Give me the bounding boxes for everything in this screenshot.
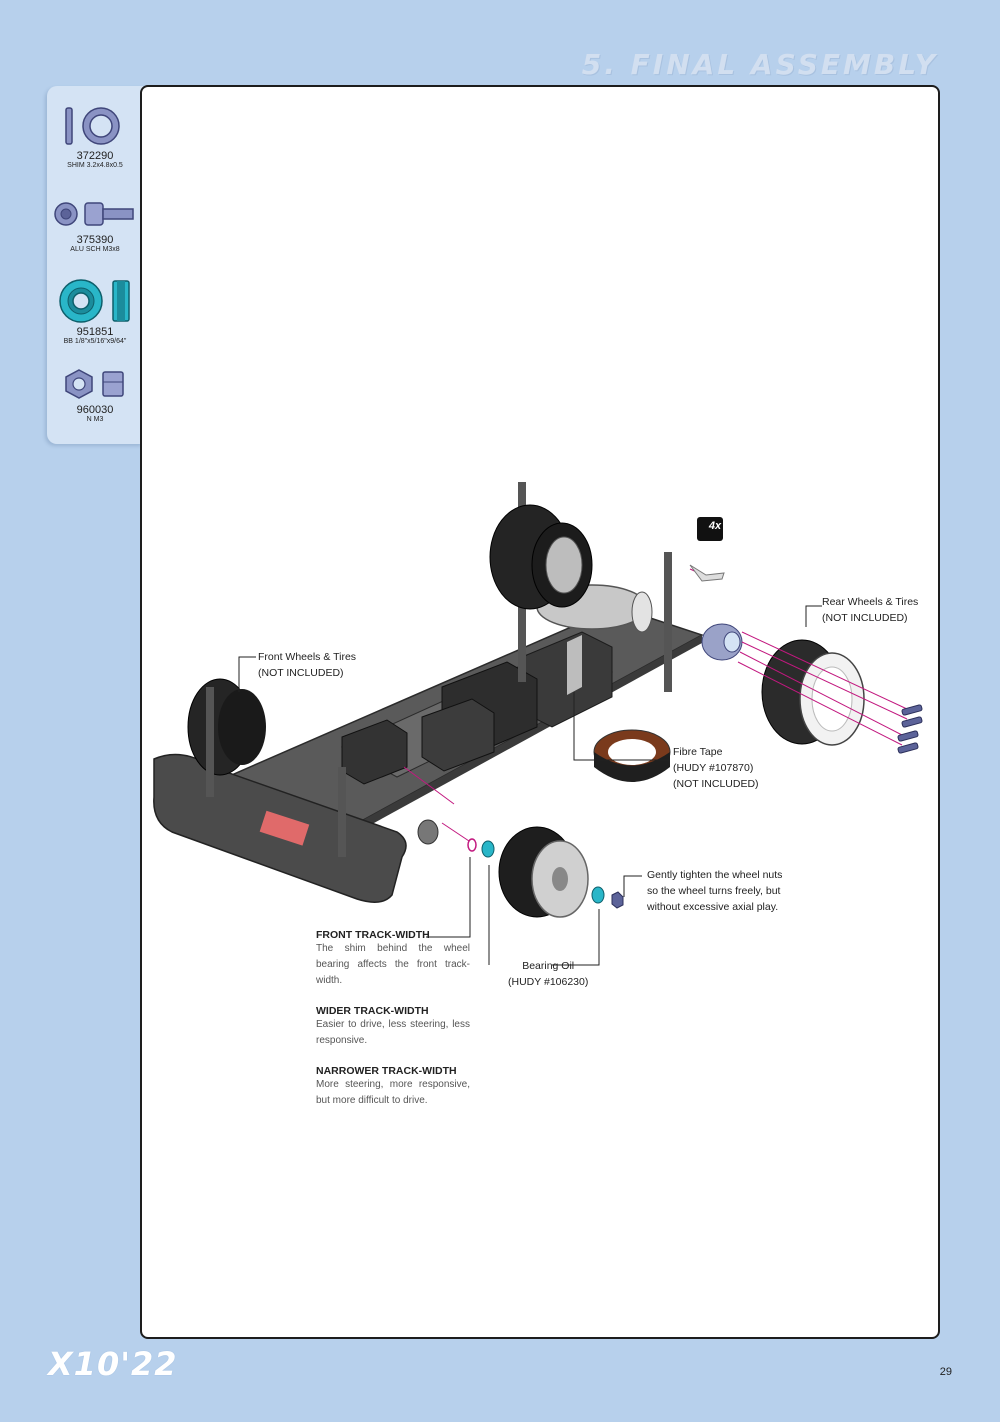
quantity-badge: 4x <box>708 520 722 532</box>
nut-icon <box>65 369 124 399</box>
quantity-badge-bg <box>697 517 723 541</box>
part-951851: 951851 BB 1/8"x5/16"x9/64" <box>47 326 143 345</box>
part-code: 960030 <box>76 404 114 416</box>
callout-front-wheels: Front Wheels & Tires (NOT INCLUDED) <box>258 651 357 679</box>
part-375390: 375390 ALU SCH M3x8 <box>47 234 143 253</box>
callout-fibre-tape: Fibre Tape (HUDY #107870) (NOT INCLUDED) <box>673 746 759 790</box>
callout-wheel-nuts: Gently tighten the wheel nuts so the whe… <box>647 869 783 913</box>
part-960030: 960030 N M3 <box>47 404 143 423</box>
callout-bearing-oil: Bearing Oil (HUDY #106230) <box>508 960 589 988</box>
screw-icon <box>54 202 134 226</box>
part-desc: ALU SCH M3x8 <box>70 246 120 253</box>
x10-logo: X10'22 <box>48 1345 178 1383</box>
page-number: 29 <box>939 1366 952 1378</box>
track-width-notes: FRONT TRACK-WIDTH The shim behind the wh… <box>316 929 470 1109</box>
parts-panel: 372290 SHIM 3.2x4.8x0.5 375390 ALU SCH M… <box>47 86 143 444</box>
chassis-illustration <box>153 482 923 966</box>
assembly-panel: 4x Rear Wheels & Tires (NOT INCLUDED) Fr… <box>140 85 940 1339</box>
part-372290: 372290 SHIM 3.2x4.8x0.5 <box>47 150 143 169</box>
part-code: 375390 <box>76 234 114 246</box>
note-narrower-track-width: NARROWER TRACK-WIDTH More steering, more… <box>316 1065 470 1106</box>
shim-icon <box>65 107 120 145</box>
note-front-track-width: FRONT TRACK-WIDTH The shim behind the wh… <box>316 929 470 986</box>
part-desc: N M3 <box>86 416 104 423</box>
part-code: 372290 <box>76 150 114 162</box>
part-code: 951851 <box>76 326 114 338</box>
callout-rear-wheels: Rear Wheels & Tires (NOT INCLUDED) <box>822 596 919 624</box>
ball-bearing-icon <box>59 279 130 323</box>
section-title: 5. FINAL ASSEMBLY <box>581 48 938 81</box>
part-desc: SHIM 3.2x4.8x0.5 <box>67 162 123 169</box>
note-wider-track-width: WIDER TRACK-WIDTH Easier to drive, less … <box>316 1005 470 1046</box>
part-desc: BB 1/8"x5/16"x9/64" <box>63 338 127 345</box>
